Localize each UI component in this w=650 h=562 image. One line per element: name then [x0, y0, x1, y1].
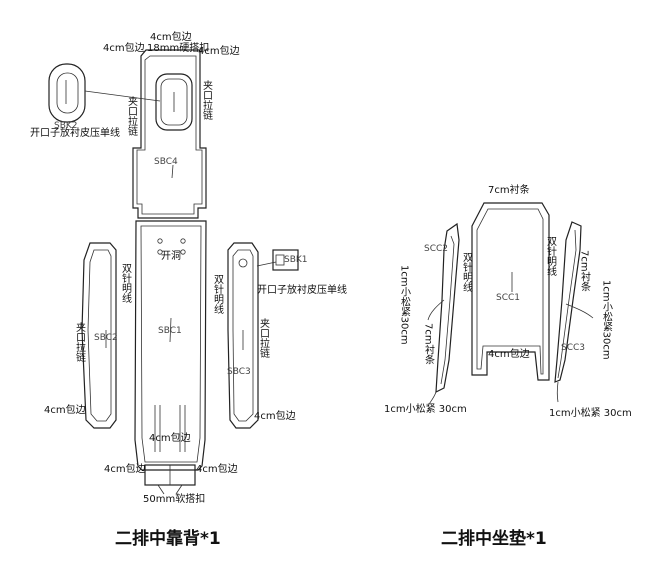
cushion-right-elastic-label: 1cm小松紧30cm — [601, 280, 613, 360]
scc3-panel — [554, 221, 594, 403]
sbc1-code: SBC1 — [158, 326, 182, 336]
back-top-right-wrap-label: 4cm包边 — [198, 44, 240, 57]
back-hole-label: 开洞 — [161, 250, 181, 262]
back-double-needle-right-label: 双针明线 — [212, 274, 224, 314]
back-zipper-top-left-label: 夹口拉链 — [126, 95, 138, 136]
sbc4-code: SBC4 — [154, 157, 178, 167]
back-zipper-left-label: 夹口拉链 — [74, 321, 86, 362]
sbc2-code: SBC2 — [94, 333, 118, 343]
sbc1-panel — [134, 220, 207, 495]
cushion-left-elastic-label: 1cm小松紧30cm — [399, 265, 411, 345]
back-left-wrap-label: 4cm包边 — [44, 403, 86, 416]
sbk2-piece — [48, 63, 161, 123]
cushion-bottom-left-elastic-label: 1cm小松紧 30cm — [384, 402, 467, 415]
sbc3-panel — [227, 242, 259, 429]
cushion-double-needle-left-label: 双针明线 — [461, 252, 473, 292]
back-right-wrap-label: 4cm包边 — [254, 409, 296, 422]
cushion-top-strip-label: 7cm衬条 — [488, 183, 530, 196]
cushion-bottom-wrap-label: 4cm包边 — [488, 347, 530, 360]
sbc2-panel — [81, 242, 117, 429]
back-bottom-wrap-label: 4cm包边 — [149, 431, 191, 444]
back-top-wrap-label: 4cm包边 — [150, 30, 192, 43]
sbc4-panel — [132, 49, 207, 219]
sbk1-piece — [256, 249, 299, 271]
sbk2-code: SBK2 — [54, 121, 78, 131]
cushion-right-strip-label: 7cm衬条 — [579, 250, 591, 292]
cushion-double-needle-right-label: 双针明线 — [545, 236, 557, 276]
scc2-code: SCC2 — [424, 244, 448, 254]
cushion-left-strip-label: 7cm衬条 — [423, 323, 435, 365]
scc2-panel — [427, 222, 460, 407]
back-caption: 二排中靠背*1 — [115, 528, 221, 549]
back-soft-hook-label: 50mm软搭扣 — [143, 492, 205, 505]
sbk1-code: SBK1 — [284, 255, 308, 265]
back-bottom-left-wrap-label: 4cm包边 — [104, 462, 146, 475]
back-zipper-right-label: 夹口拉链 — [258, 317, 270, 358]
cushion-bottom-right-elastic-label: 1cm小松紧 30cm — [549, 406, 632, 419]
scc3-code: SCC3 — [561, 343, 585, 353]
sbk2-note: 开口子放衬皮压单线 — [30, 126, 120, 139]
cushion-caption: 二排中坐垫*1 — [441, 528, 547, 549]
scc1-panel — [471, 202, 550, 381]
scc1-code: SCC1 — [496, 293, 520, 303]
back-zipper-top-right-label: 夹口拉链 — [201, 79, 213, 120]
back-top-hook-label: 18mm硬搭扣 — [147, 41, 209, 54]
sbk1-note: 开口子放衬皮压单线 — [257, 283, 347, 296]
back-top-left-wrap-label: 4cm包边 — [103, 41, 145, 54]
back-double-needle-left-label: 双针明线 — [120, 263, 132, 303]
sbc3-code: SBC3 — [227, 367, 251, 377]
back-bottom-right-wrap-label: 4cm包边 — [196, 462, 238, 475]
